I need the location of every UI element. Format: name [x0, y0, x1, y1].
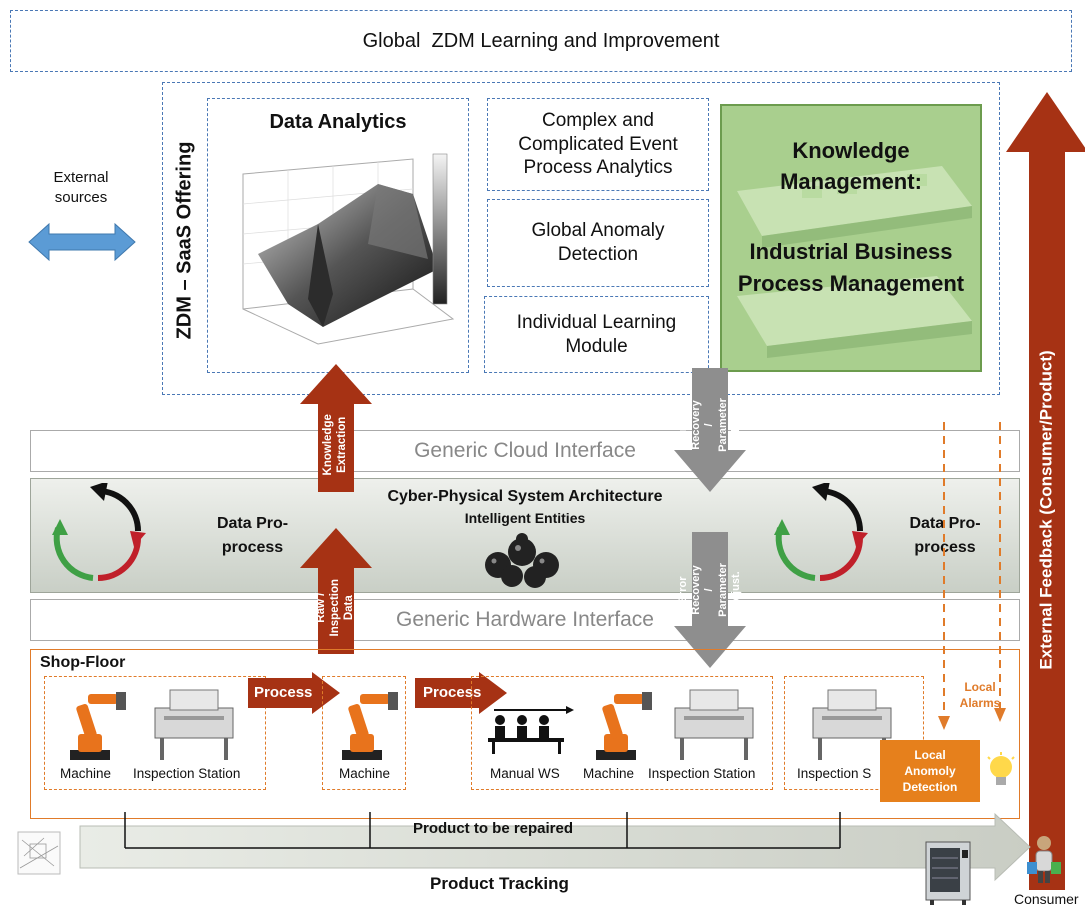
product-sketch-icon [17, 831, 61, 875]
module-individual-learning-label: Individual Learning Module [516, 311, 677, 357]
error-recovery-wrap: Error Recovery / Parameter Adjust. [677, 370, 742, 480]
oven-appliance-icon [925, 841, 971, 905]
consumer-person-icon [1027, 836, 1061, 883]
local-anomaly-detection-label: Local Anomoly Detection [902, 747, 958, 795]
shop-floor-title: Shop-Floor [40, 654, 126, 671]
external-sources-label: External sources [53, 169, 109, 207]
robot-arm-icon [342, 692, 398, 760]
cell3-inspection-label: Inspection Station [648, 766, 756, 781]
product-repaired-label: Product to be repaired [413, 820, 574, 837]
cps-subtitle: Intelligent Entities [464, 510, 586, 526]
product-tracking-label: Product Tracking [430, 874, 569, 893]
data-analytics-panel: Data Analytics [207, 98, 469, 373]
workcell-2 [322, 676, 406, 790]
saas-offering-label-wrap: ZDM – SaaS Offering [170, 100, 200, 380]
process-label: Process [423, 684, 482, 701]
cps-title: Cyber-Physical System Architecture [387, 488, 663, 505]
local-alarms-label: Local Alarms [959, 680, 1001, 711]
cycle-icon [52, 483, 146, 581]
conveyor-illustration [737, 166, 972, 358]
cell4-inspection-label: Inspection S [797, 766, 872, 781]
workcell-1 [44, 676, 266, 790]
saas-offering-label: ZDM – SaaS Offering [173, 141, 196, 339]
generic-hardware-interface-label: Generic Hardware Interface [396, 608, 654, 631]
global-learning-label: Global ZDM Learning and Improvement [362, 29, 720, 52]
raw-inspection-data-arrow [300, 528, 372, 654]
module-event-analytics: Complex and Complicated Event Process An… [487, 98, 709, 191]
product-tracking-arrow [79, 812, 1031, 882]
knowledge-extraction-arrow [300, 364, 372, 492]
consumer-label: Consumer [1014, 891, 1079, 907]
inspection-station-icon [154, 689, 234, 761]
robot-arm-icon [70, 692, 126, 760]
raw-inspection-data-label: Raw / Inspection Data [315, 579, 355, 637]
process-label: Process [254, 684, 313, 701]
cycle-icon [774, 483, 868, 581]
industrial-bpm-label: Industrial Business Process Management [737, 239, 965, 296]
workcell-4 [784, 676, 924, 790]
data-analytics-title: Data Analytics [269, 111, 407, 133]
cell1-inspection-label: Inspection Station [133, 766, 241, 781]
error-recovery-label: Error Recovery / Parameter Adjust. [677, 398, 742, 452]
inspection-station-icon [674, 689, 754, 761]
error-recovery-wrap: Error Recovery / Parameter Adjust. [677, 535, 742, 645]
knowledge-management-title: Knowledge Management: [780, 138, 922, 194]
knowledge-management-panel: Knowledge Management: Industrial Busines… [720, 104, 982, 372]
generic-hardware-interface: Generic Hardware Interface [30, 599, 1020, 641]
manual-workers-icon [488, 706, 574, 754]
module-event-analytics-label: Complex and Complicated Event Process An… [518, 109, 678, 179]
saas-offering-frame [162, 82, 1000, 395]
cell2-machine-label: Machine [339, 766, 391, 781]
external-feedback-wrap: External Feedback (Consumer/Product) [1029, 160, 1065, 860]
global-learning-banner: Global ZDM Learning and Improvement [10, 10, 1072, 72]
knowledge-extraction-label: Knowledge Extraction [322, 414, 348, 476]
external-sources-arrow [28, 222, 136, 262]
lightbulb-icon [987, 752, 1015, 785]
shop-floor-frame [30, 649, 1020, 819]
workcell-3 [471, 676, 773, 790]
cell3-machine-label: Machine [583, 766, 635, 781]
error-recovery-label: Error Recovery / Parameter Adjust. [677, 563, 742, 617]
raw-inspection-wrap: Raw / Inspection Data [315, 563, 355, 653]
data-preprocess-left: Data Pro-process [216, 515, 289, 556]
local-alarm-lines [938, 422, 1006, 730]
module-global-anomaly: Global Anomaly Detection [487, 199, 709, 287]
generic-cloud-interface-label: Generic Cloud Interface [414, 439, 636, 462]
cell3-manual-label: Manual WS [490, 766, 560, 781]
external-feedback-label: External Feedback (Consumer/Product) [1037, 350, 1056, 670]
process-arrow [248, 672, 340, 714]
error-recovery-arrow [674, 368, 746, 492]
robot-arm-icon [596, 692, 652, 760]
external-feedback-arrow [1006, 92, 1085, 890]
module-individual-learning: Individual Learning Module [484, 296, 709, 373]
intelligent-entities-icon [485, 533, 559, 588]
error-recovery-arrow [674, 532, 746, 668]
generic-cloud-interface: Generic Cloud Interface [30, 430, 1020, 472]
surface-plot-image [242, 153, 455, 345]
knowledge-extraction-wrap: Knowledge Extraction [318, 400, 354, 490]
cell1-machine-label: Machine [60, 766, 112, 781]
module-global-anomaly-label: Global Anomaly Detection [531, 220, 665, 265]
process-arrow [415, 672, 507, 714]
local-anomaly-detection-box: Local Anomoly Detection [880, 740, 980, 802]
